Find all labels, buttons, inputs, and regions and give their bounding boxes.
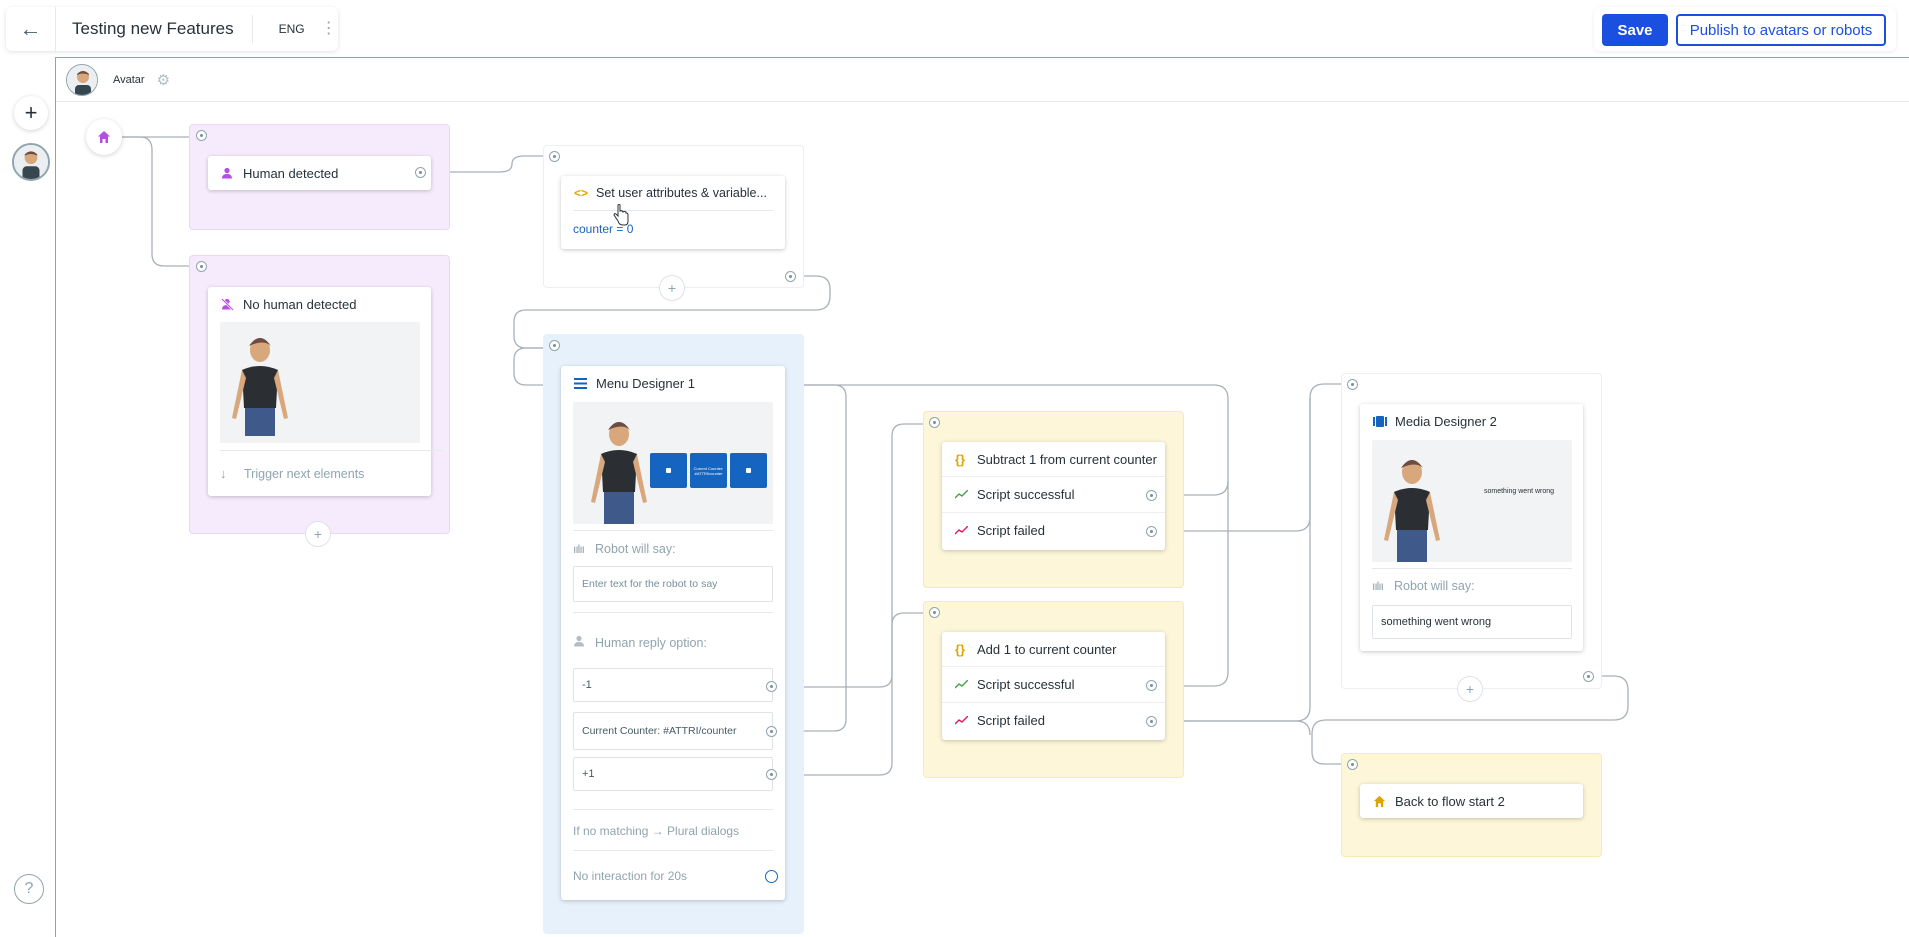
robot-say-label: Robot will say:	[595, 542, 676, 556]
media-designer-card[interactable]: Media Designer 2 something went wrong ıı…	[1360, 404, 1583, 651]
flow-start-node[interactable]	[86, 119, 122, 155]
success-label: Script successful	[977, 487, 1075, 502]
add-element-button[interactable]: +	[659, 275, 685, 301]
output-port[interactable]	[766, 726, 777, 737]
input-port[interactable]	[196, 261, 207, 272]
output-port[interactable]	[1146, 526, 1157, 537]
robot-say-label: Robot will say:	[1394, 579, 1475, 593]
preview-option-button	[730, 453, 767, 488]
output-port[interactable]	[1146, 716, 1157, 727]
output-port[interactable]	[785, 271, 796, 282]
output-port[interactable]	[1146, 680, 1157, 691]
robot-say-input[interactable]: something went wrong	[1372, 605, 1572, 639]
code-brackets-icon: <>	[574, 186, 589, 200]
save-button[interactable]: Save	[1602, 14, 1668, 46]
reply-option-label: Human reply option:	[595, 636, 707, 650]
add-element-button[interactable]: +	[305, 521, 331, 547]
more-options-icon[interactable]: ⋮	[320, 20, 337, 37]
add-avatar-button[interactable]: +	[14, 96, 48, 130]
home-icon	[98, 131, 110, 143]
trend-fail-icon	[955, 716, 977, 725]
braces-icon: {}	[955, 451, 966, 467]
input-port[interactable]	[196, 130, 207, 141]
person-icon	[573, 634, 595, 652]
fail-label: Script failed	[977, 713, 1045, 728]
success-label: Script successful	[977, 677, 1075, 692]
publish-button[interactable]: Publish to avatars or robots	[1676, 14, 1886, 46]
menu-preview: Current Counter: #ATTRI/counter	[573, 402, 773, 524]
node-title: Subtract 1 from current counter	[977, 451, 1157, 467]
node-title: Media Designer 2	[1395, 413, 1497, 429]
sound-wave-icon: ıılıı	[573, 542, 585, 556]
input-port[interactable]	[549, 340, 560, 351]
output-port[interactable]	[766, 681, 777, 692]
trend-up-icon	[955, 680, 977, 689]
publish-toolbar: Save Publish to avatars or robots	[1594, 7, 1896, 51]
avatar-selector[interactable]	[12, 143, 50, 181]
menu-icon	[574, 377, 596, 389]
menu-designer-card[interactable]: Menu Designer 1 Current Counter: #ATTRI/…	[561, 366, 785, 900]
input-port[interactable]	[929, 417, 940, 428]
gear-icon[interactable]: ⚙	[156, 71, 171, 89]
person-icon	[221, 167, 243, 179]
avatar-preview	[220, 322, 420, 443]
node-title: Add 1 to current counter	[977, 641, 1117, 657]
avatar-tab-label[interactable]: Avatar	[113, 73, 145, 86]
input-port[interactable]	[929, 607, 940, 618]
braces-icon: {}	[955, 641, 966, 657]
avatar-tab-bar: Avatar ⚙	[56, 58, 1909, 102]
preview-option-button: Current Counter: #ATTRI/counter	[690, 453, 727, 488]
media-overlay-text: something went wrong	[1484, 488, 1555, 495]
node-title: Set user attributes & variable...	[596, 186, 767, 200]
arrow-down-icon: ↓	[220, 466, 227, 481]
trigger-next-row[interactable]: ↓ Trigger next elements	[220, 450, 443, 496]
reply-option[interactable]: +1	[573, 757, 773, 791]
add-card[interactable]: {} Add 1 to current counter Script succe…	[942, 632, 1165, 740]
cursor-pointer-icon	[613, 204, 629, 226]
preview-option-button	[650, 453, 687, 488]
trend-fail-icon	[955, 526, 977, 535]
fail-label: Script failed	[977, 523, 1045, 538]
timeout-port[interactable]	[765, 870, 778, 883]
node-title: Back to flow start 2	[1395, 793, 1505, 809]
input-port[interactable]	[1347, 759, 1358, 770]
output-port[interactable]	[1146, 490, 1157, 501]
robot-say-input[interactable]: Enter text for the robot to say	[573, 566, 773, 602]
node-title: Menu Designer 1	[596, 375, 695, 391]
output-port[interactable]	[766, 769, 777, 780]
human-detected-card[interactable]: Human detected	[208, 156, 431, 190]
output-port[interactable]	[415, 167, 426, 178]
back-to-start-card[interactable]: Back to flow start 2	[1360, 784, 1583, 818]
node-title: Human detected	[243, 165, 339, 181]
language-selector[interactable]: ENG	[278, 22, 305, 36]
output-port[interactable]	[1583, 671, 1594, 682]
help-icon[interactable]: ?	[14, 874, 44, 904]
avatar-thumbnail[interactable]	[66, 63, 98, 96]
input-port[interactable]	[1347, 379, 1358, 390]
input-port[interactable]	[549, 151, 560, 162]
subtract-card[interactable]: {} Subtract 1 from current counter Scrip…	[942, 442, 1165, 550]
flow-canvas[interactable]	[55, 57, 1909, 937]
trend-up-icon	[955, 490, 977, 499]
back-arrow-icon[interactable]: ←	[6, 7, 56, 51]
flow-title[interactable]: Testing new Features	[56, 15, 253, 43]
node-title: No human detected	[243, 296, 357, 312]
reply-option[interactable]: Current Counter: #ATTRI/counter	[573, 712, 773, 750]
reply-option[interactable]: -1	[573, 668, 773, 702]
no-person-icon	[221, 297, 243, 311]
sound-wave-icon: ıılıı	[1372, 579, 1384, 593]
no-match-row[interactable]: If no matching → Plural dialogs	[573, 824, 740, 838]
set-attributes-card[interactable]: <> Set user attributes & variable... cou…	[561, 176, 785, 249]
add-element-button[interactable]: +	[1457, 676, 1483, 702]
trigger-next-label: Trigger next elements	[244, 466, 365, 481]
attribute-expression: counter = 0	[573, 210, 773, 246]
flow-header: ← Testing new Features ENG ⋮	[6, 7, 338, 51]
home-icon	[1373, 795, 1395, 808]
media-icon	[1373, 415, 1395, 427]
no-interaction-row[interactable]: No interaction for 20s	[573, 869, 688, 883]
no-human-detected-card[interactable]: No human detected ↓ Trigger next element…	[208, 287, 443, 496]
media-preview: something went wrong	[1372, 440, 1572, 562]
